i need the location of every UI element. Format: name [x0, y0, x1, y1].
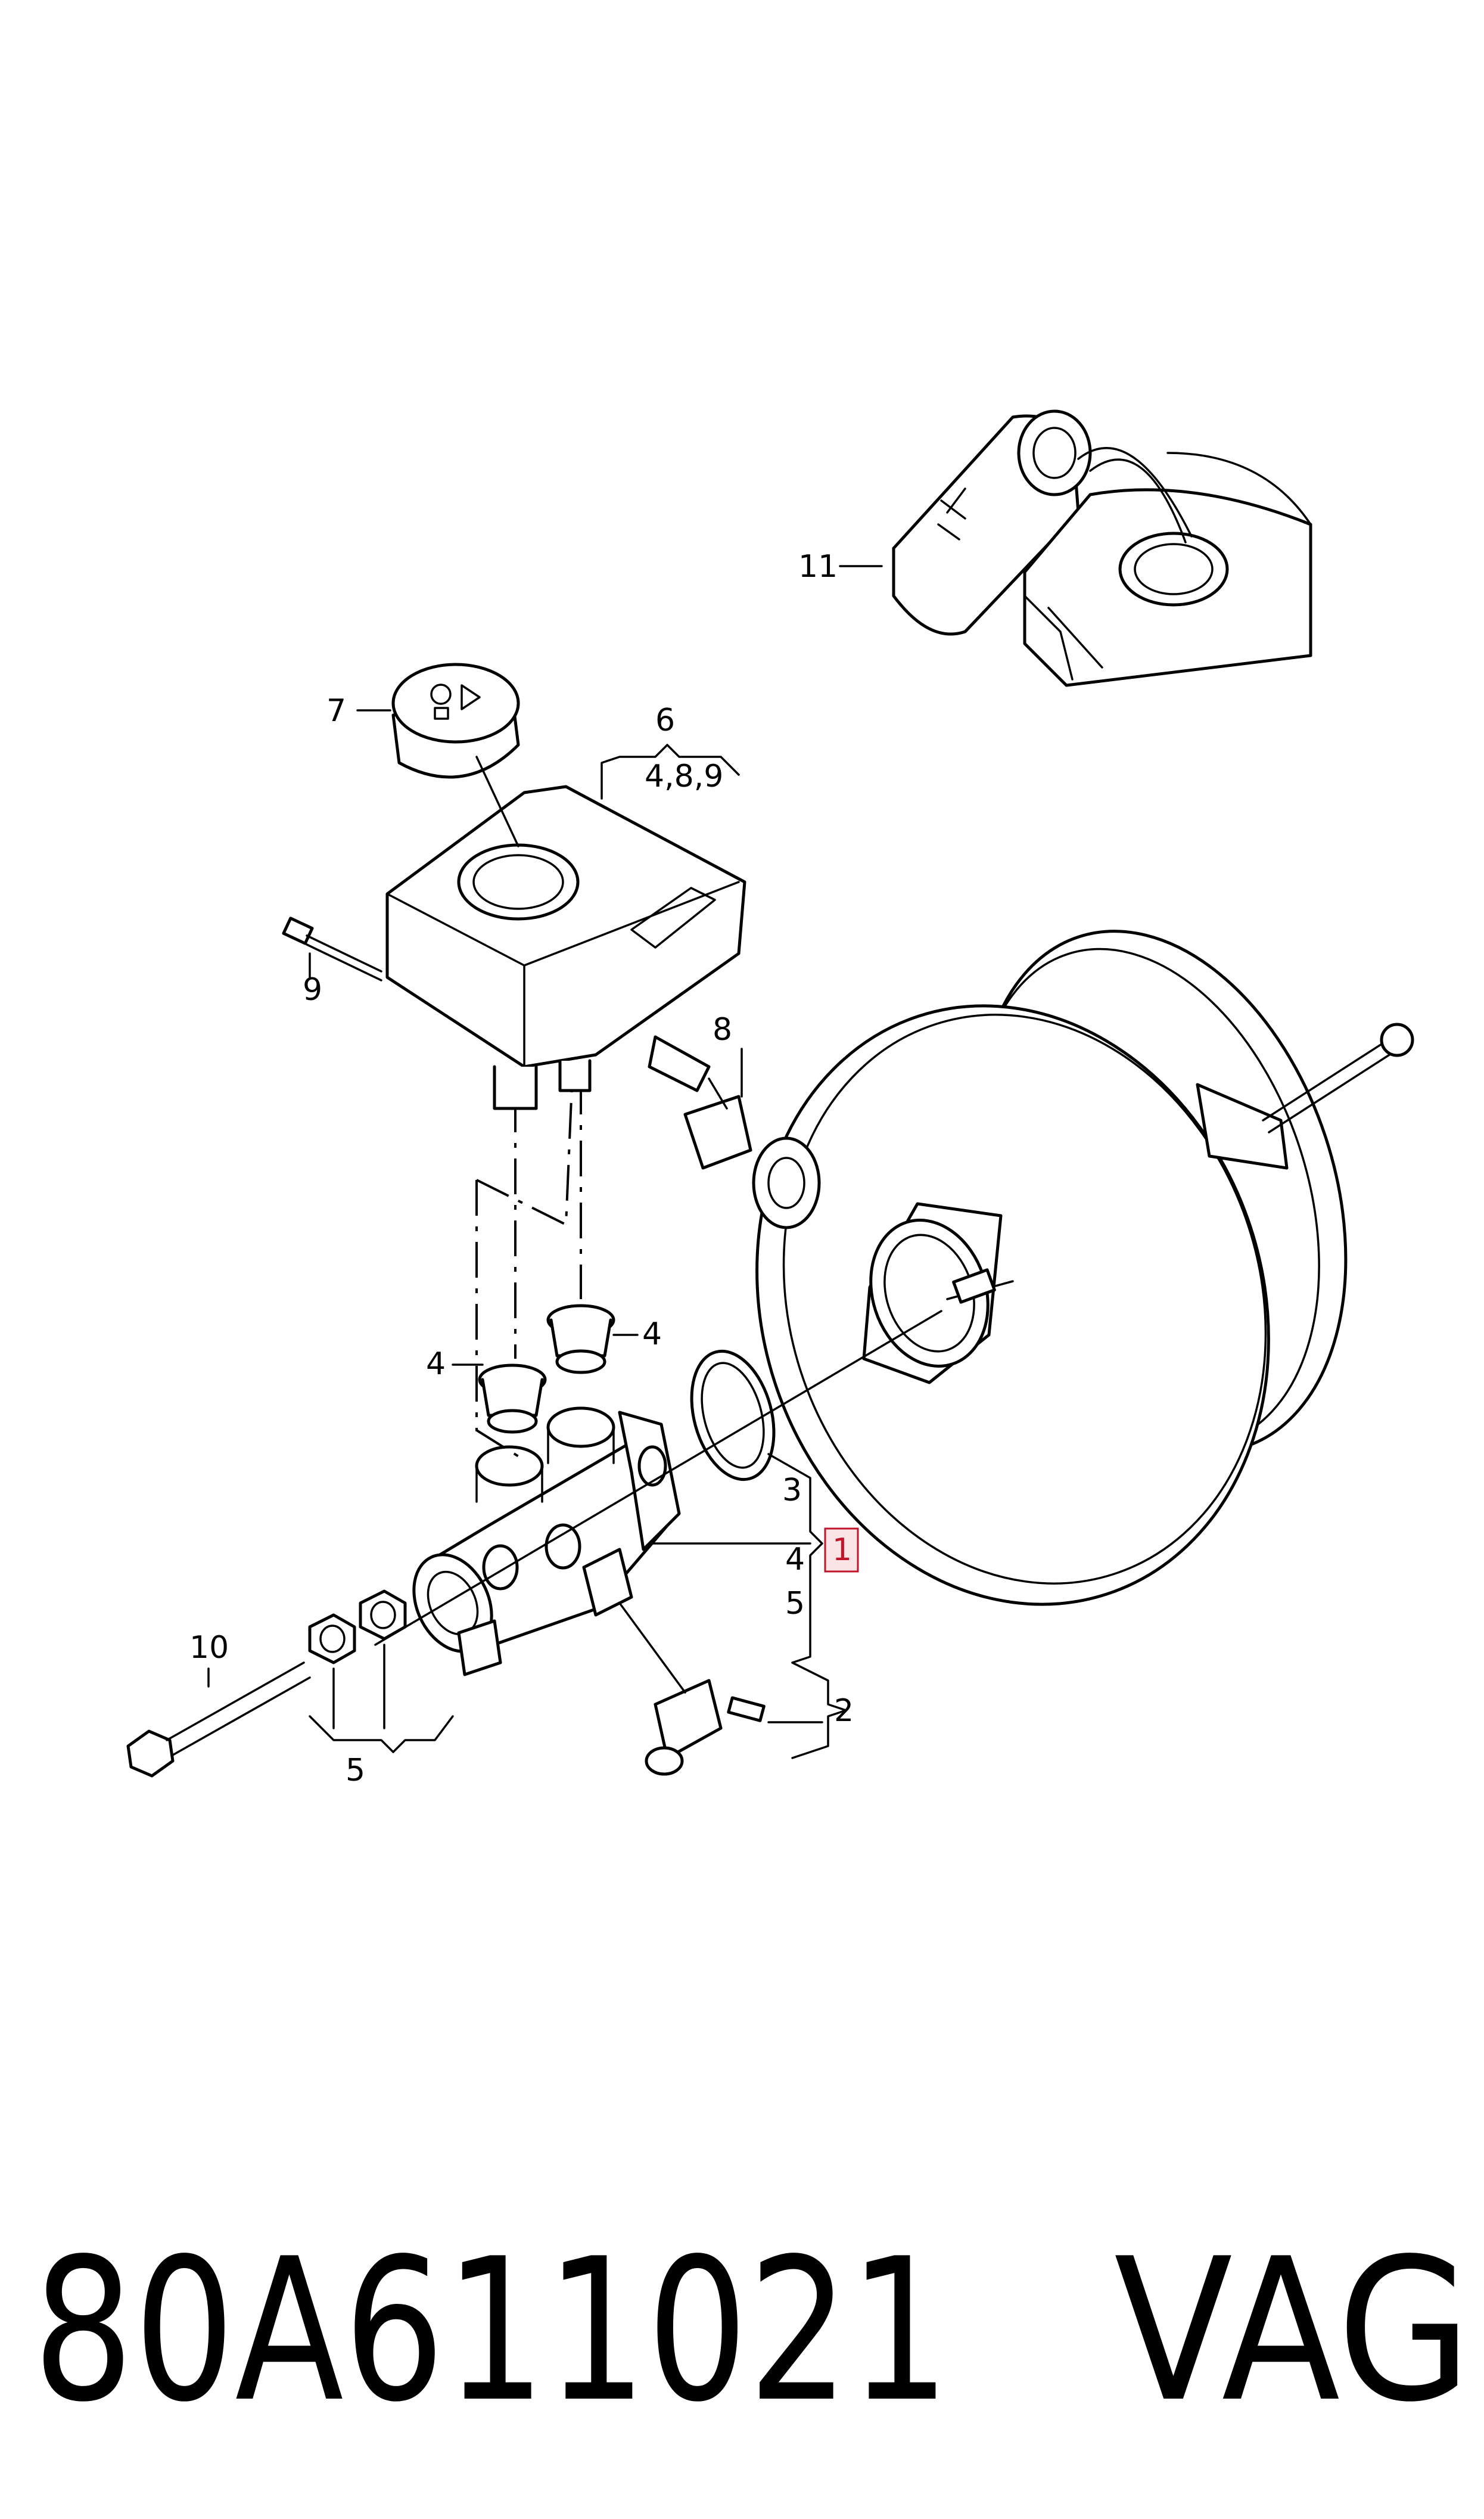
part-number: 80A611021: [33, 2216, 950, 2445]
callout-1-sub-4: 4: [785, 1542, 805, 1577]
callout-4-right: 4: [642, 1316, 662, 1352]
nut-icon: [308, 1589, 407, 1664]
master-cylinder-icon: [412, 1406, 681, 1676]
callout-1-highlight: [824, 1527, 859, 1573]
callout-6: 6: [655, 703, 675, 738]
brake-booster-icon: [752, 930, 1414, 1606]
inset-detail-icon: [892, 409, 1312, 687]
reservoir-icon: [385, 785, 752, 1170]
callout-4-left: 4: [426, 1346, 446, 1382]
callout-8: 8: [713, 1012, 732, 1048]
brand-name: VAG: [1114, 2216, 1471, 2445]
sensor-icon: [618, 1602, 766, 1776]
callout-1: 1: [832, 1532, 852, 1568]
callout-6-sub: 4,8,9: [645, 759, 723, 794]
callout-5: 5: [346, 1753, 365, 1788]
bolt-icon: [126, 1661, 311, 1778]
seal-plug-left-icon: [478, 1363, 547, 1434]
callout-2: 2: [834, 1693, 854, 1729]
reservoir-cap-icon: [391, 663, 520, 847]
callout-7: 7: [326, 693, 346, 729]
seal-plug-right-icon: [546, 1304, 615, 1374]
callout-11: 11: [798, 549, 838, 585]
callout-1-sub-5: 5: [785, 1586, 805, 1622]
callout-3: 3: [782, 1473, 802, 1508]
o-ring-icon: [690, 1349, 776, 1481]
pin-icon: [282, 917, 382, 981]
callout-10: 10: [189, 1630, 229, 1666]
leader-lines: [207, 565, 883, 1759]
callout-9: 9: [303, 972, 322, 1008]
